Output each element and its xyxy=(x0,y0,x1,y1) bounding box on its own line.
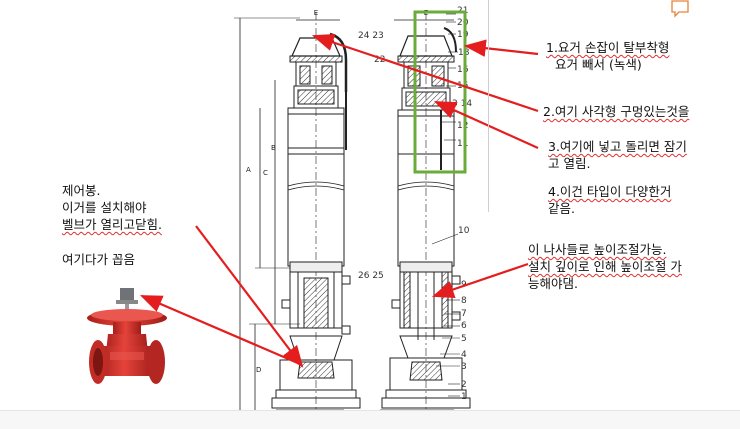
drawing-left: E F A D B C xyxy=(234,9,361,423)
part-number-22: 22 xyxy=(374,55,385,65)
note-4-line1: 4.이건 타입이 다양한거 xyxy=(548,184,672,199)
part-number-11: 11 xyxy=(457,139,468,149)
note-1-line1: 1.요거 손잡이 탈부착형 xyxy=(546,40,670,55)
note-5-line2: 설치 깊이로 인해 높이조절 가 xyxy=(528,259,682,274)
part-number-24-23: 24 23 xyxy=(358,31,384,41)
dim-B: B xyxy=(271,144,276,152)
note-1-line2: 요거 빼서 (녹색) xyxy=(555,57,642,72)
dim-C: C xyxy=(263,169,268,177)
note-2: 2.여기 사각형 구멍있는것을 xyxy=(543,104,690,119)
left-note-line3: 벨브가 열리고닫힘. xyxy=(62,217,162,232)
left-note-line4: 여기다가 꼽음 xyxy=(62,252,135,267)
left-note-line1: 제어봉. xyxy=(62,183,101,198)
part-number-16: 16 xyxy=(457,65,469,75)
part-number-3: 3 xyxy=(461,362,467,372)
part-number-2: 2 xyxy=(461,380,467,390)
annotation-arrows xyxy=(139,33,539,368)
bottom-bar xyxy=(0,410,740,429)
gate-valve-image xyxy=(87,288,167,384)
dim-E-left: E xyxy=(314,9,318,17)
note-5-line3: 능해야댐. xyxy=(528,276,578,291)
note-4-line2: 같음. xyxy=(548,201,575,216)
part-number-13-14: 3 14 xyxy=(452,99,472,109)
part-number-6: 6 xyxy=(461,321,467,331)
part-number-5: 5 xyxy=(461,334,467,344)
handle-highlight-box xyxy=(413,10,467,174)
dim-D: D xyxy=(256,366,261,374)
left-note-line2: 이거를 설치해야 xyxy=(62,200,147,215)
part-number-12: 12 xyxy=(457,121,468,131)
part-number-19: 19 xyxy=(457,30,469,40)
note-3-line2: 고 열림. xyxy=(548,156,591,171)
part-number-8: 8 xyxy=(461,296,467,306)
panel-divider xyxy=(488,0,489,212)
part-number-10: 10 xyxy=(458,226,470,236)
part-number-7: 7 xyxy=(461,309,467,319)
note-3-line1: 3.여기에 넣고 돌리면 잠기 xyxy=(548,139,687,154)
part-number-26-25: 26 25 xyxy=(358,271,384,281)
comment-icon[interactable] xyxy=(671,0,689,18)
note-5-line1: 이 나사들로 높이조절가능. xyxy=(528,242,667,257)
part-number-4: 4 xyxy=(461,350,467,360)
dim-A: A xyxy=(246,166,251,174)
part-number-1: 1 xyxy=(461,392,467,402)
part-number-20: 20 xyxy=(457,18,469,28)
